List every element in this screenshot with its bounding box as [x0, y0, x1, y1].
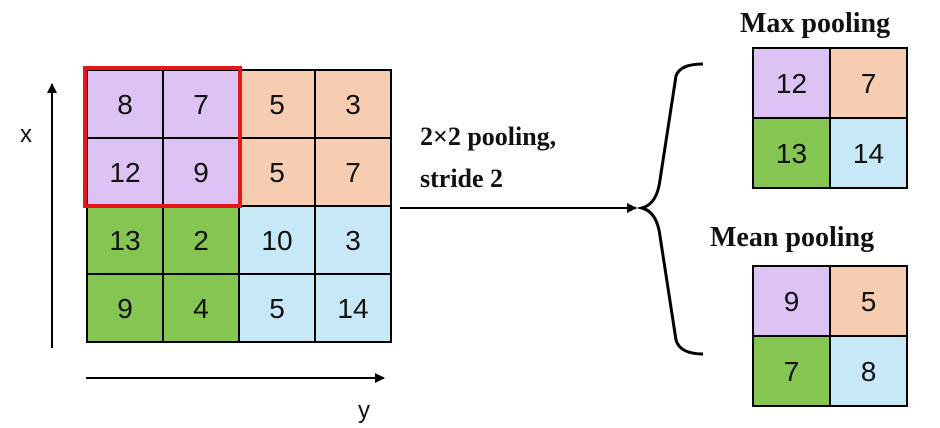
input-grid-cell: [314, 273, 392, 343]
operation-label-line1: 2×2 pooling,: [420, 122, 556, 151]
max-pooling-cell-value: 7: [861, 68, 877, 99]
y-axis-label: y: [358, 397, 370, 424]
max-pooling-cell: [752, 117, 831, 189]
input-grid-cell-value: 9: [117, 293, 133, 324]
mean-pooling-grid: 9 5 7 8: [752, 265, 908, 407]
mean-pooling-cell-value: 8: [861, 356, 877, 387]
input-grid-cell-value: 7: [193, 89, 209, 120]
operation-label-line2: stride 2: [420, 164, 503, 193]
input-grid-cell: [238, 273, 316, 343]
max-pooling-cell-value: 14: [853, 138, 884, 169]
input-grid-cell-value: 4: [193, 293, 209, 324]
input-grid-cell-value: 12: [109, 157, 140, 188]
max-pooling-grid: 12 7 13 14: [752, 47, 908, 189]
x-axis-label: x: [20, 121, 32, 148]
input-grid-cell-value: 5: [269, 157, 285, 188]
max-pooling-cell-value: 12: [776, 68, 807, 99]
input-grid-cell: [86, 273, 164, 343]
max-pooling-cell-value: 13: [776, 138, 807, 169]
mean-pooling-cell: [829, 265, 908, 337]
mean-pooling-cell: [752, 265, 831, 337]
input-grid-cell-value: 5: [269, 89, 285, 120]
input-grid-cell-value: 7: [345, 157, 361, 188]
max-pooling-cell: [829, 47, 908, 119]
input-grid-cell: [314, 69, 392, 139]
mean-pooling-cell-value: 9: [784, 286, 800, 317]
output-brace: [636, 62, 704, 356]
mean-pooling-cell: [829, 335, 908, 407]
input-grid-cell-value: 3: [345, 89, 361, 120]
input-grid-cell-value: 13: [109, 225, 140, 256]
input-grid-cell: [314, 205, 392, 275]
input-grid-cell-value: 9: [193, 157, 209, 188]
max-pooling-title: Max pooling: [740, 8, 890, 39]
mean-pooling-cell-value: 7: [784, 356, 800, 387]
input-grid-cell-value: 5: [269, 293, 285, 324]
input-grid-cell: [86, 137, 164, 207]
input-grid: 8 7 5 3 12 9 5 7 13 2 10 3 9 4 5 14: [86, 69, 392, 343]
input-grid-cell: [238, 69, 316, 139]
max-pooling-cell: [829, 117, 908, 189]
input-grid-cell: [162, 273, 240, 343]
input-grid-cell: [314, 137, 392, 207]
pooling-window-highlight: [83, 66, 242, 208]
input-grid-cell-value: 8: [117, 89, 133, 120]
mean-pooling-cell-value: 5: [861, 286, 877, 317]
mean-pooling-title: Mean pooling: [710, 222, 874, 253]
input-grid-cell-value: 3: [345, 225, 361, 256]
input-grid-cell-value: 10: [261, 225, 292, 256]
input-grid-cell-value: 2: [193, 225, 209, 256]
input-grid-cell-value: 14: [337, 293, 368, 324]
input-grid-cell: [238, 205, 316, 275]
